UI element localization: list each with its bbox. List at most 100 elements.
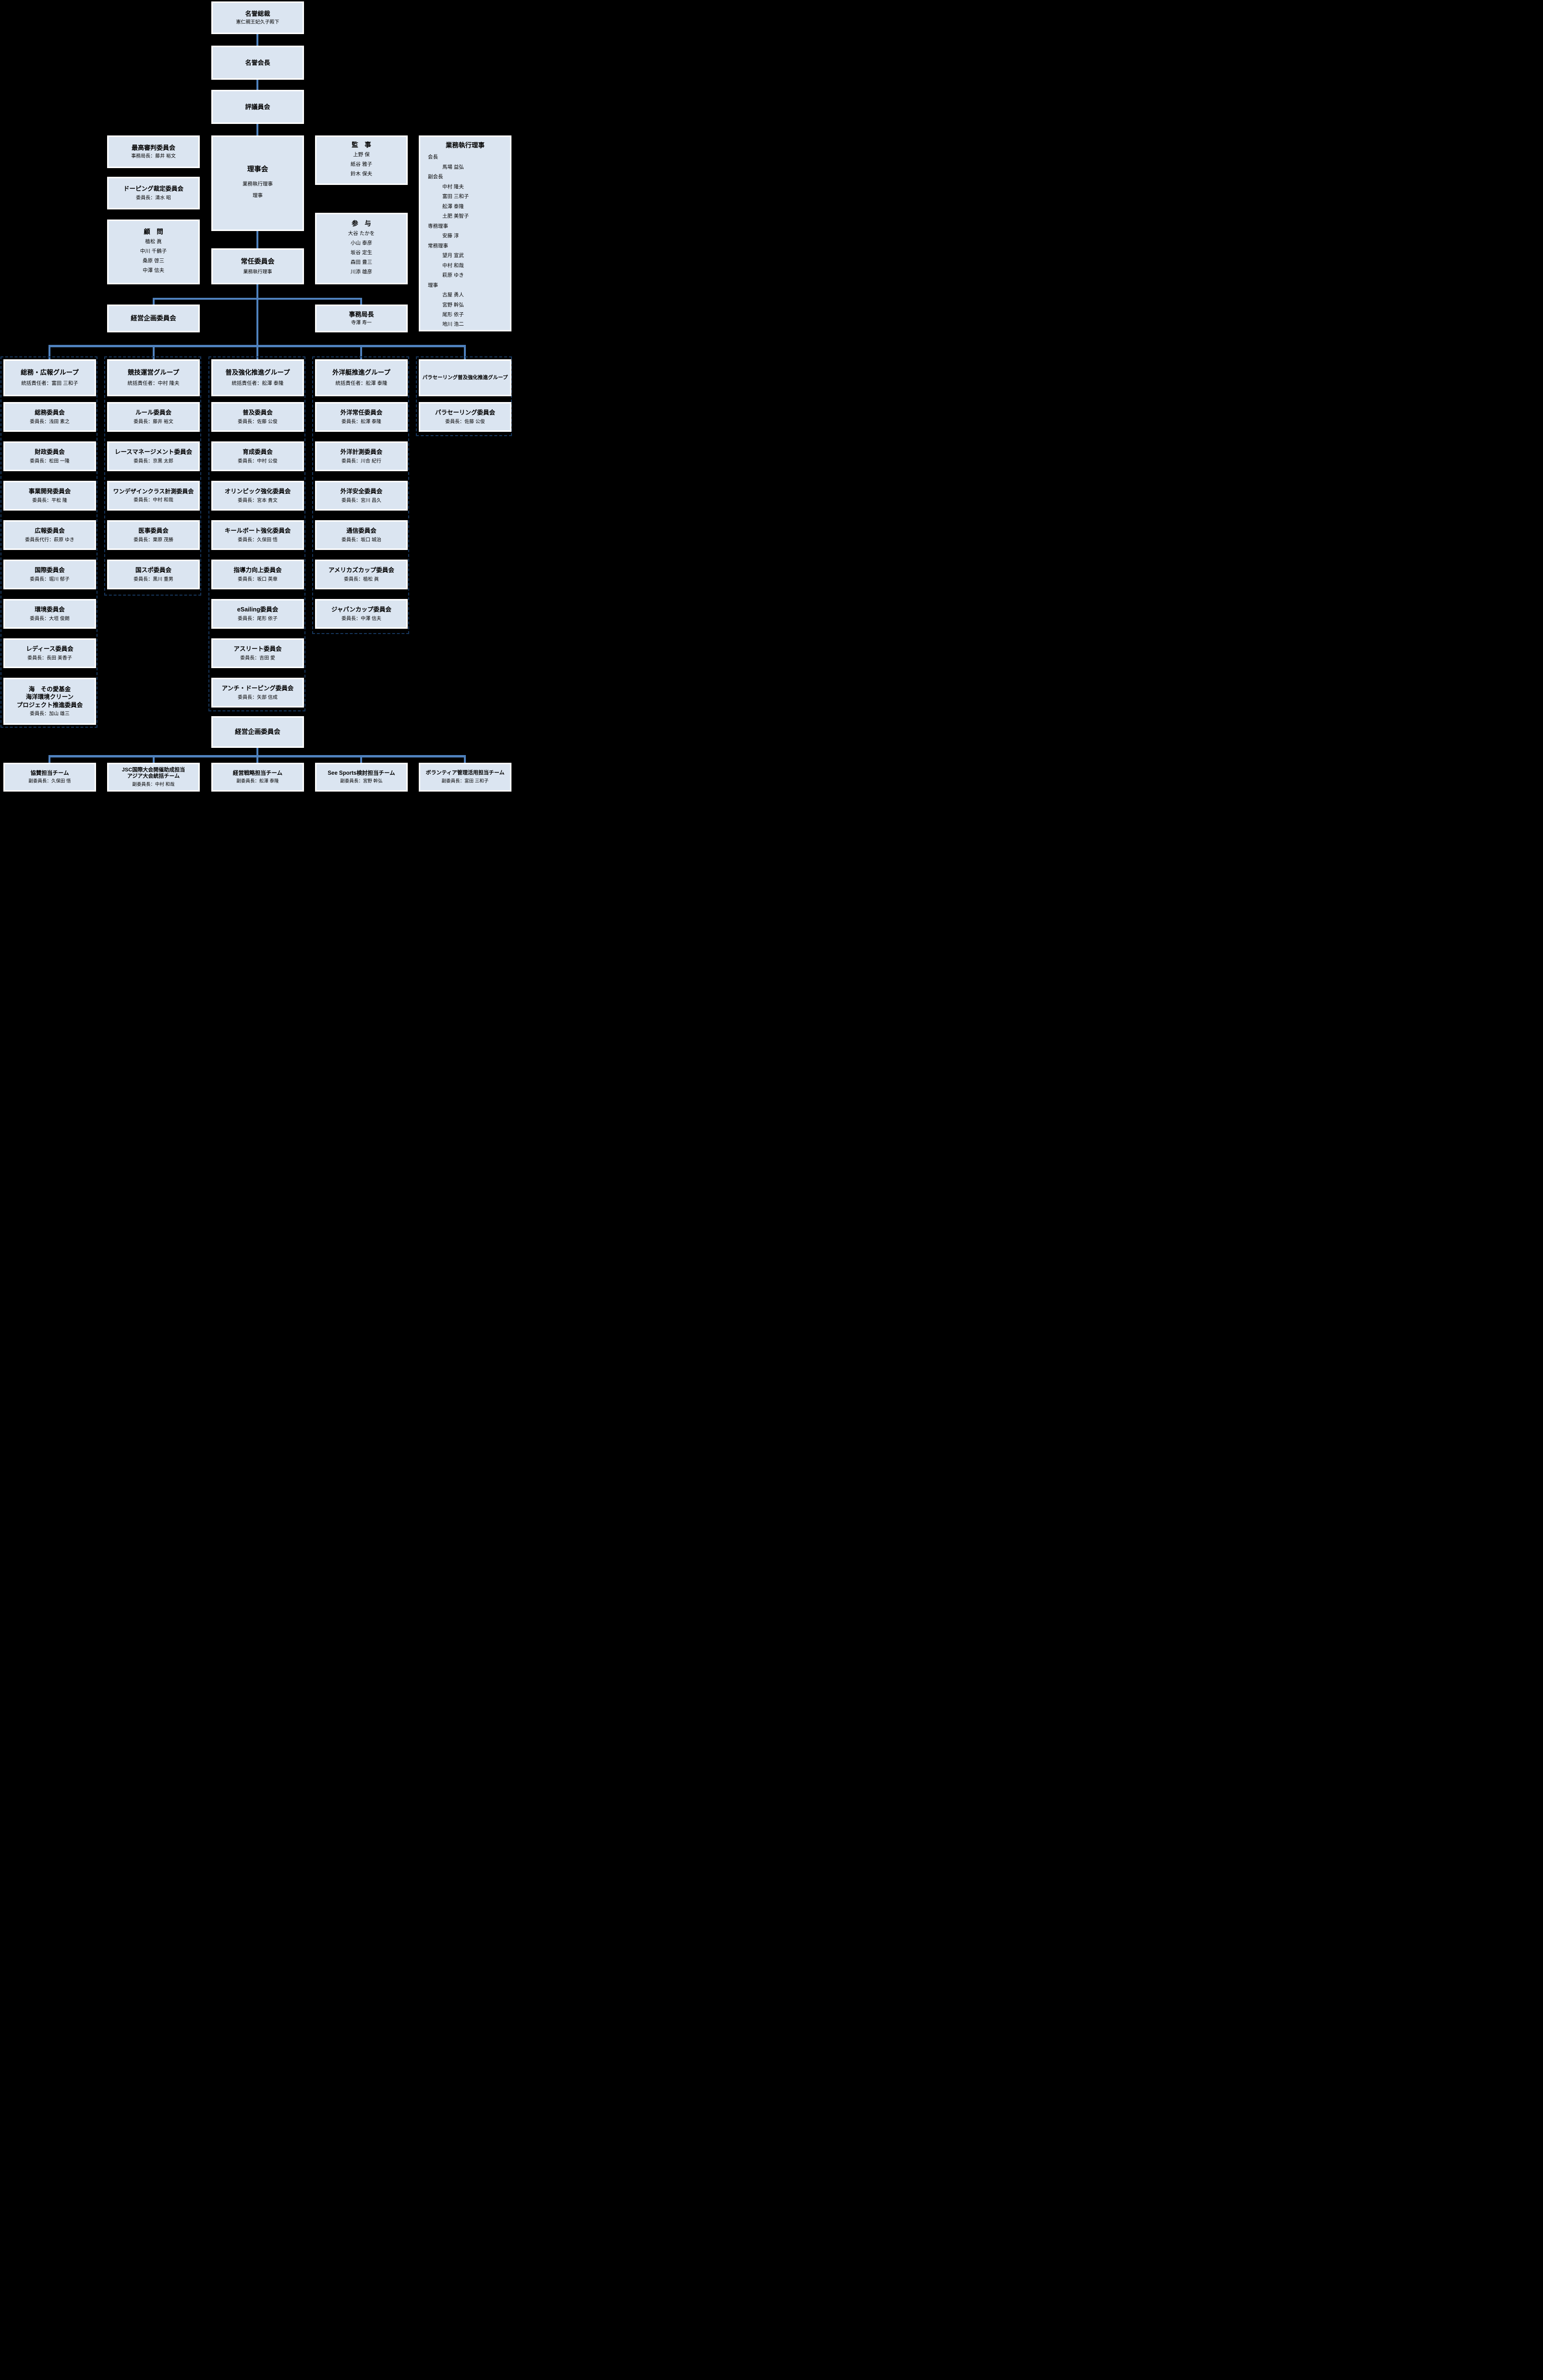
- member-name: 望月 宣武: [442, 253, 464, 259]
- box-title: See Sports検討担当チーム: [328, 770, 395, 777]
- connector-standing-groupbus: [256, 284, 258, 347]
- box-title: 監 事: [352, 141, 371, 148]
- member-name: 川添 雄彦: [351, 269, 372, 275]
- box-title: 最高審判委員会: [131, 144, 175, 151]
- chair-label: 委員長：吉田 愛: [240, 655, 275, 661]
- member-name: 中澤 信夫: [143, 268, 164, 274]
- box-title: 環境委員会: [35, 606, 65, 613]
- box-title: 医事委員会: [138, 527, 169, 535]
- box-title: 業務執行理事: [446, 142, 485, 149]
- committee-box: アンチ・ドーピング委員会 委員長：矢部 信成: [211, 678, 304, 708]
- connector-stub-planning-upper: [153, 298, 155, 305]
- committee-box: 外洋常任委員会 委員長：舩澤 泰隆: [315, 402, 408, 432]
- vice-chair-label: 副委員長：久保田 悟: [28, 779, 71, 784]
- box-title: JSC国際大会開催助成担当: [121, 767, 185, 773]
- team-box: See Sports検討担当チーム 副委員長：宮野 幹弘: [315, 763, 408, 792]
- connector-team-bus: [49, 755, 466, 757]
- chair-label: 委員長：長田 美香子: [27, 655, 72, 661]
- chair-label: 事務局長：藤井 裕文: [131, 154, 176, 159]
- box-title: 経営戦略担当チーム: [232, 770, 283, 777]
- member-name: 上野 保: [353, 152, 370, 158]
- lead-label: 統括責任者：富田 三和子: [21, 380, 78, 387]
- member-name: 萩原 ゆき: [442, 272, 464, 279]
- committee-box: 外洋計測委員会 委員長：川合 紀行: [315, 441, 408, 471]
- member-name: 古屋 勇人: [442, 292, 464, 298]
- member-name: 馬場 益弘: [442, 164, 464, 170]
- box-title: 顧 問: [144, 228, 163, 235]
- chair-label: 委員長：京黒 太郎: [134, 458, 173, 464]
- connector-stub-group-1: [49, 347, 50, 359]
- connector-stub-secretary: [360, 298, 362, 305]
- box-title: 名誉総裁: [245, 10, 270, 17]
- box-title: 普及委員会: [243, 409, 273, 416]
- box-title: 国スポ委員会: [135, 567, 171, 574]
- box-title: 総務委員会: [35, 409, 65, 416]
- connector-stub-group-5: [464, 347, 466, 359]
- box-standing-committee: 常任委員会 業務執行理事: [211, 248, 304, 284]
- box-auditors: 監 事 上野 保 紙谷 雅子 鈴木 保夫: [315, 135, 408, 185]
- committee-box: パラセーリング委員会 委員長：佐藤 公俊: [419, 402, 511, 432]
- member-name: 小山 泰彦: [351, 240, 372, 246]
- connector-group-bus: [49, 345, 466, 347]
- box-title: 国際委員会: [35, 567, 65, 574]
- chair-label: 委員長：大垣 俊朗: [30, 616, 70, 622]
- chair-label: 委員長：矢部 信成: [238, 695, 278, 700]
- lead-label: 統括責任者：中村 隆夫: [127, 380, 180, 387]
- chair-label: 委員長：坂口 英章: [238, 576, 278, 582]
- committee-box: ジャパンカップ委員会 委員長：中澤 信夫: [315, 599, 408, 629]
- box-secretary-general: 事務局長 寺澤 寿一: [315, 305, 408, 332]
- box-title: 外洋安全委員会: [340, 488, 383, 495]
- group-header-general-affairs: 総務・広報グループ 統括責任者：富田 三和子: [3, 359, 96, 396]
- connector-chairman-council: [256, 80, 258, 90]
- box-title: 理事会: [247, 165, 268, 173]
- role-label: 会長: [428, 154, 438, 160]
- chair-label: 委員長：舩澤 泰隆: [341, 419, 381, 425]
- box-council: 評議員会: [211, 90, 304, 124]
- team-box: JSC国際大会開催助成担当 アジア大会統括チーム 副委員長：中村 和哉: [107, 763, 200, 792]
- member-name: 中村 隆夫: [442, 183, 464, 190]
- member-name: 憲仁親王妃久子殿下: [236, 20, 279, 25]
- box-title: ルール委員会: [135, 409, 171, 416]
- chair-label: 委員長：川合 紀行: [341, 458, 381, 464]
- member-name: 理事: [253, 193, 263, 199]
- member-name: 業務執行理事: [243, 269, 272, 275]
- chair-label: 委員長：平松 隆: [32, 498, 67, 503]
- member-name: 坂谷 定生: [351, 250, 372, 256]
- chair-label: 委員長：中村 公俊: [238, 458, 278, 464]
- connector-planning-lower-bus: [256, 748, 258, 756]
- box-title: 財政委員会: [35, 449, 65, 456]
- box-title: レディース委員会: [26, 646, 73, 653]
- connector-stub-team-5: [464, 757, 466, 763]
- chair-label: 委員長：黒川 重男: [134, 576, 173, 582]
- group-header-parasailing: パラセーリング普及強化推進グループ: [419, 359, 511, 396]
- member-name: 地川 浩二: [442, 321, 464, 328]
- chair-label: 委員長：中澤 信夫: [341, 616, 381, 622]
- committee-box: 環境委員会 委員長：大垣 俊朗: [3, 599, 96, 629]
- committee-box: 指導力向上委員会 委員長：坂口 英章: [211, 560, 304, 589]
- committee-box: オリンピック強化委員会 委員長：宮本 貴文: [211, 481, 304, 511]
- chair-label: 委員長：佐藤 公俊: [238, 419, 278, 425]
- box-title: 参 与: [352, 220, 371, 227]
- box-title: 広報委員会: [35, 527, 65, 535]
- vice-chair-label: 副委員長：中村 和哉: [132, 782, 175, 788]
- vice-chair-label: 副委員長：富田 三和子: [441, 779, 489, 784]
- lead-label: 統括責任者：舩澤 泰隆: [335, 380, 388, 387]
- committee-box: 総務委員会 委員長：浅田 素之: [3, 402, 96, 432]
- box-title: ドーピング裁定委員会: [123, 185, 183, 193]
- member-name: 森田 豊三: [351, 259, 372, 266]
- group-header-race-management: 競技運営グループ 統括責任者：中村 隆夫: [107, 359, 200, 396]
- box-title: パラセーリング普及強化推進グループ: [422, 375, 508, 381]
- team-box: 協賛担当チーム 副委員長：久保田 悟: [3, 763, 96, 792]
- box-title: 通信委員会: [346, 527, 377, 535]
- member-name: 大谷 たかを: [348, 231, 375, 237]
- box-title: レースマネージメント委員会: [114, 449, 193, 456]
- role-label: 理事: [428, 282, 438, 288]
- member-name: 桑原 啓三: [143, 258, 164, 264]
- box-management-planning-lower: 経営企画委員会: [211, 716, 304, 748]
- committee-box: 広報委員会 委員長代行：萩原 ゆき: [3, 520, 96, 550]
- chair-label: 委員長：藤井 裕文: [134, 419, 173, 425]
- box-title: プロジェクト推進委員会: [16, 701, 83, 708]
- box-executive-directors: 業務執行理事 会長 馬場 益弘 副会長 中村 隆夫 富田 三和子 舩澤 泰隆 土…: [419, 135, 511, 331]
- box-title: 常任委員会: [241, 257, 275, 265]
- group-outline-general-affairs: [0, 356, 97, 728]
